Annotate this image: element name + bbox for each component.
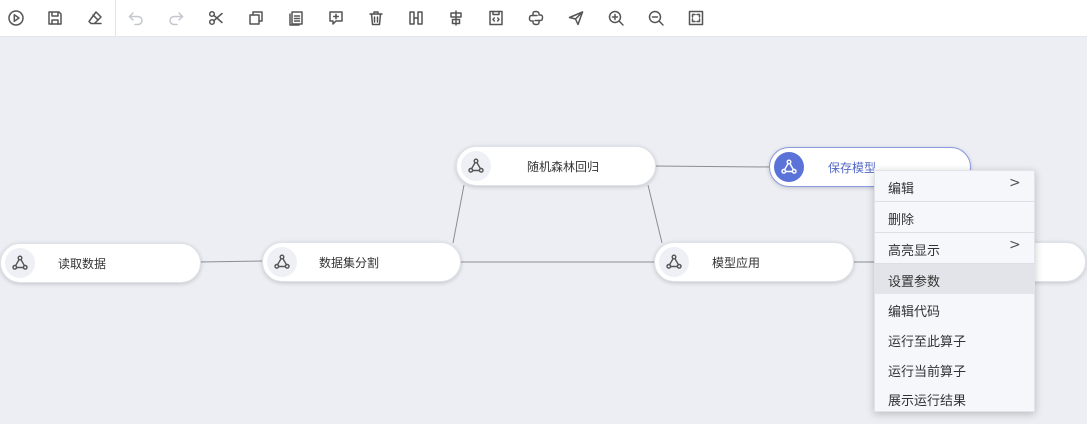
menu-item-label: 展示运行结果: [888, 394, 967, 409]
model-node-icon: [461, 151, 491, 181]
model-node-icon: [659, 247, 689, 277]
code-file-icon[interactable]: [484, 6, 508, 30]
menu-item-label: 设置参数: [888, 275, 941, 290]
menu-item-edit[interactable]: 编辑 >: [875, 171, 1034, 201]
menu-item-label: 运行当前算子: [888, 365, 967, 380]
menu-item-label: 高亮显示: [888, 244, 941, 259]
edge-rf-to-save: [653, 165, 771, 168]
align-horizontal-icon[interactable]: [404, 6, 428, 30]
menu-item-label: 运行至此算子: [888, 335, 967, 350]
paste-icon[interactable]: [284, 6, 308, 30]
undo-icon[interactable]: [124, 6, 148, 30]
python-icon[interactable]: [524, 6, 548, 30]
delete-icon[interactable]: [364, 6, 388, 30]
menu-item-run-to-here[interactable]: 运行至此算子: [875, 324, 1034, 354]
add-comment-icon[interactable]: [324, 6, 348, 30]
menu-item-set-params[interactable]: 设置参数: [875, 264, 1034, 294]
menu-item-show-results[interactable]: 展示运行结果: [875, 383, 1034, 413]
node-label: 随机森林回归: [527, 160, 600, 174]
node-label: 保存模型: [828, 161, 877, 175]
fit-screen-icon[interactable]: [684, 6, 708, 30]
zoom-in-icon[interactable]: [604, 6, 628, 30]
menu-divider: [875, 232, 1034, 233]
send-icon[interactable]: [564, 6, 588, 30]
node-read-data[interactable]: 读取数据: [0, 243, 201, 283]
menu-item-highlight[interactable]: 高亮显示 >: [875, 233, 1034, 263]
model-node-icon: [774, 152, 804, 182]
node-label: 模型应用: [712, 256, 761, 270]
zoom-out-icon[interactable]: [644, 6, 668, 30]
node-dataset-split[interactable]: 数据集分割: [262, 242, 461, 282]
save-icon[interactable]: [43, 6, 67, 30]
model-node-icon: [267, 247, 297, 277]
model-node-icon: [5, 248, 35, 278]
toolbar: [0, 0, 1087, 37]
menu-item-edit-code[interactable]: 编辑代码: [875, 294, 1034, 324]
menu-divider: [875, 263, 1034, 264]
node-random-forest-regression[interactable]: 随机森林回归: [456, 146, 656, 186]
toolbar-divider: [115, 0, 116, 36]
menu-item-label: 编辑: [888, 182, 915, 197]
node-model-apply[interactable]: 模型应用: [654, 242, 854, 282]
edge-split-to-rf: [452, 184, 465, 244]
run-icon[interactable]: [4, 6, 28, 30]
menu-item-label: 删除: [888, 213, 915, 228]
menu-item-label: 编辑代码: [888, 305, 941, 320]
eraser-icon[interactable]: [83, 6, 107, 30]
cut-icon[interactable]: [204, 6, 228, 30]
context-menu: 编辑 > 删除 高亮显示 > 设置参数 编辑代码 运行至此算子 运行当前算子 展…: [874, 170, 1035, 412]
menu-item-delete[interactable]: 删除: [875, 202, 1034, 232]
node-label: 数据集分割: [319, 256, 380, 270]
chevron-right-icon: >: [1009, 237, 1021, 253]
redo-icon[interactable]: [164, 6, 188, 30]
edge-read-to-split: [199, 260, 263, 263]
menu-divider: [875, 201, 1034, 202]
align-vertical-icon[interactable]: [444, 6, 468, 30]
copy-icon[interactable]: [244, 6, 268, 30]
chevron-right-icon: >: [1009, 175, 1021, 191]
node-label: 读取数据: [58, 257, 107, 271]
node-save-model[interactable]: 保存模型: [769, 147, 971, 187]
edge-rf-to-apply: [647, 184, 663, 244]
menu-item-run-current[interactable]: 运行当前算子: [875, 354, 1034, 384]
